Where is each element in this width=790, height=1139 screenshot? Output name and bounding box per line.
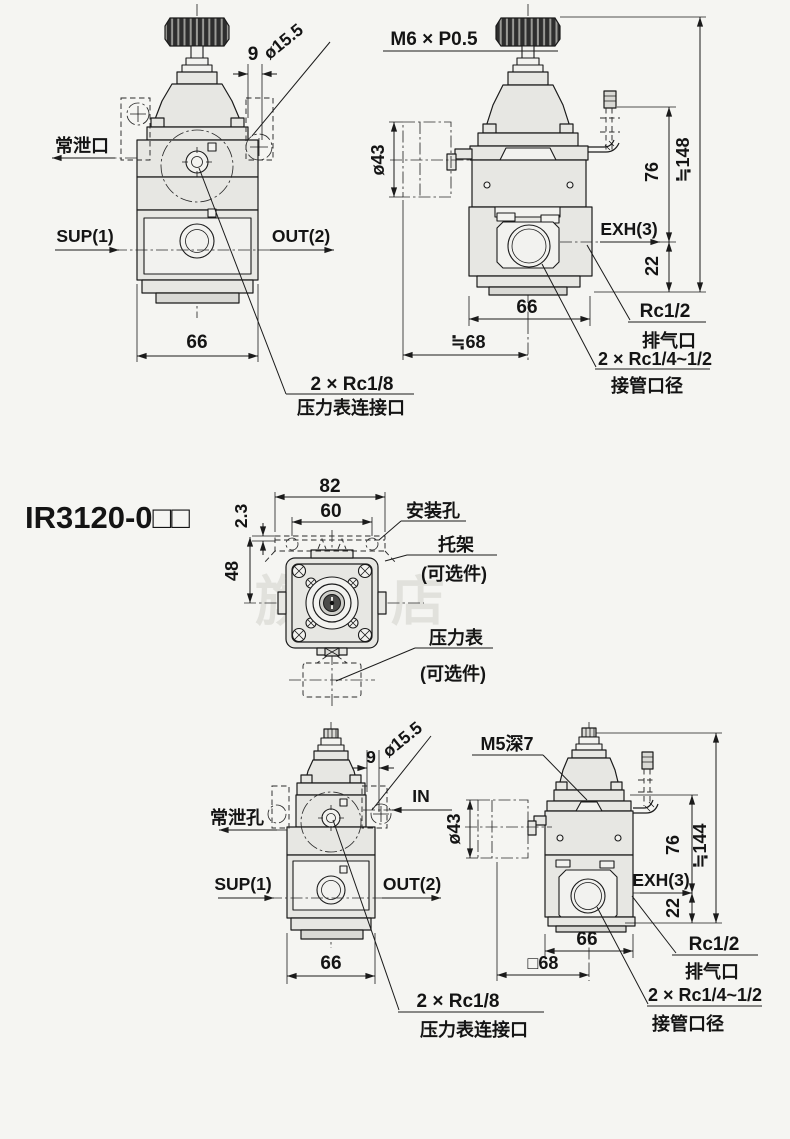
dim-60: 60	[320, 501, 341, 522]
dim-9: 9	[366, 747, 376, 767]
exh-port-size: Rc1/2	[689, 934, 740, 955]
dim-82: 82	[319, 476, 340, 497]
dim-76: 76	[663, 835, 683, 855]
bonnet	[151, 83, 244, 128]
sup-label: SUP(1)	[56, 226, 113, 246]
gauge-tap-size: 2 × Rc1/8	[311, 374, 394, 395]
thread-spec-label: M6 × P0.5	[390, 29, 478, 50]
exhaust-hole	[570, 878, 606, 914]
bonnet	[304, 759, 358, 784]
dim-76: 76	[642, 162, 662, 182]
regulator-body	[544, 810, 634, 856]
gauge-tap-size: 2 × Rc1/8	[417, 991, 500, 1012]
exhaust-hole	[507, 224, 551, 268]
in-label: IN	[412, 786, 430, 806]
gauge-optional-label: (可选件)	[420, 663, 486, 684]
dim-22: 22	[642, 256, 662, 276]
dim-66: 66	[320, 953, 341, 974]
gauge-tap-hole	[185, 150, 209, 174]
sup-label: SUP(1)	[214, 874, 271, 894]
drain-hole-label: 常泄孔	[210, 807, 264, 828]
dim-dia43: ø43	[444, 813, 464, 844]
gauge-tap-name: 压力表连接口	[420, 1019, 528, 1040]
mount-hole-label: 安装孔	[406, 500, 460, 521]
out-label: OUT(2)	[383, 874, 441, 894]
dim-dia15-5: ø15.5	[260, 19, 308, 63]
out-label: OUT(2)	[272, 226, 330, 246]
pipe-port-size: 2 × Rc1/4~1/2	[598, 349, 712, 369]
pipe-port-name: 接管口径	[611, 375, 683, 396]
dim-48: 48	[222, 561, 242, 581]
out-port-hole	[179, 223, 215, 259]
dim-dia43: ø43	[368, 144, 388, 175]
exh-port-name: 排气口	[642, 330, 696, 351]
bracket-optional-label: (可选件)	[421, 563, 487, 584]
dim-22: 22	[663, 898, 683, 918]
view-front-basic: IN 常泄孔 SUP(1) OUT(2) 9 ø15.5 66 2 × Rc1/…	[210, 717, 544, 1040]
dim-height: ≒148	[673, 137, 693, 182]
exh-port-name: 排气口	[685, 961, 739, 982]
dim-66: 66	[186, 332, 207, 353]
adjust-knob	[495, 17, 561, 47]
dim-66: 66	[516, 297, 537, 318]
pipe-port-name: 接管口径	[652, 1013, 724, 1034]
view-top: 82 60 2.3 48 安装孔 托架 (可选件) 压力表 (可选件)	[222, 476, 497, 707]
dim-2-3: 2.3	[231, 504, 251, 529]
dim-dia15-5: ø15.5	[379, 717, 427, 761]
dim-depth: ≒68	[450, 332, 485, 352]
exh-label: EXH(3)	[632, 870, 689, 890]
view-front-with-knob: 常泄口 SUP(1) OUT(2) 9 ø15.5 66 2 × Rc1/8 压…	[51, 4, 414, 418]
gauge-label: 压力表	[429, 627, 484, 648]
model-number-title: IR3120-0□□	[25, 500, 190, 535]
dim-depth: □68	[528, 953, 559, 973]
view-side-with-knob: ø43 M6 × P0.5 EXH(3) ≒148 76 22	[368, 4, 712, 396]
drain-port-label: 常泄口	[55, 135, 109, 156]
adjust-knob	[164, 17, 230, 47]
dim-9: 9	[248, 44, 259, 65]
view-side-basic: ø43 M5深7 EXH(3) ≒144 76 22 66	[444, 722, 762, 1034]
bracket-label: 托架	[438, 534, 474, 555]
exh-port-size: Rc1/2	[640, 301, 691, 322]
pipe-port-size: 2 × Rc1/4~1/2	[648, 985, 762, 1005]
bonnet	[483, 84, 573, 134]
dim-height: ≒144	[690, 823, 710, 868]
thread-spec-label: M5深7	[480, 733, 533, 754]
cover-screws	[291, 563, 373, 643]
exh-label: EXH(3)	[600, 219, 657, 239]
gauge-tap-name: 压力表连接口	[297, 397, 405, 418]
gauge-tap-hole	[321, 808, 341, 828]
dim-66: 66	[576, 929, 597, 950]
